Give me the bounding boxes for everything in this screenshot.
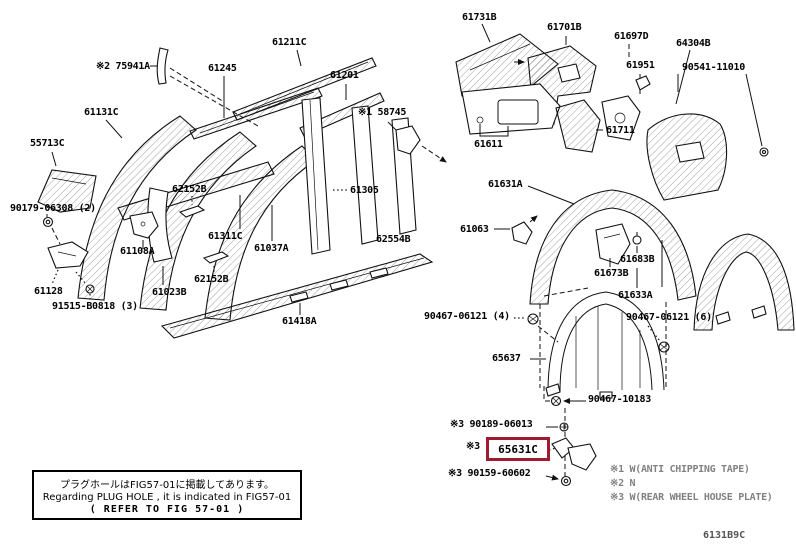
part-label-61633a: 61633A	[618, 290, 653, 301]
figure-code: 6131B9C	[703, 530, 746, 541]
part-label-61201: 61201	[330, 70, 359, 81]
part-shape-61418a	[160, 253, 434, 339]
legend-item-3: ※3 W(REAR WHEEL HOUSE PLATE)	[610, 492, 773, 503]
part-shape-75941a	[156, 47, 169, 85]
part-label-90159-60602: ※3 90159-60602	[448, 468, 531, 479]
part-shape-61673b	[595, 223, 631, 265]
part-shape-55713c	[37, 169, 97, 213]
part-label-62554b: 62554B	[376, 234, 411, 245]
part-shape-90179-grommet	[42, 216, 54, 228]
legend-item-2: ※2 N	[610, 478, 636, 489]
part-shape-61611	[461, 83, 561, 135]
part-label-61128: 61128	[34, 286, 63, 297]
part-label-61037a: 61037A	[254, 243, 289, 254]
part-shape-91515-bolt	[85, 284, 95, 294]
part-shape-61697d	[601, 95, 641, 141]
part-shape-65631c	[551, 437, 597, 471]
part-shape-61951	[635, 75, 651, 91]
part-label-58745: ※1 58745	[358, 107, 407, 118]
part-shape-bolt-90189	[559, 422, 569, 432]
part-label-91515-b0818: 91515-B0818 (3)	[52, 301, 138, 312]
part-label-61063: 61063	[460, 224, 489, 235]
part-label-61023b: 61023B	[152, 287, 187, 298]
part-label-61131c: 61131C	[84, 107, 119, 118]
part-label-55713c: 55713C	[30, 138, 65, 149]
plug-hole-note-box: プラグホールはFIG57-01に掲載してあります。 Regarding PLUG…	[32, 470, 302, 520]
part-shape-61711	[555, 99, 601, 153]
part-label-65631c-highlighted[interactable]: 65631C	[486, 437, 550, 461]
note-line-refer: ( REFER TO FIG 57-01 )	[89, 503, 245, 515]
part-shape-nut-10183	[550, 395, 562, 407]
part-label-61245: 61245	[208, 63, 237, 74]
part-label-61697d: 61697D	[614, 31, 649, 42]
part-label-62152b-b: 62152B	[194, 274, 229, 285]
note-line-english: Regarding PLUG HOLE , it is indicated in…	[42, 491, 292, 503]
part-label-61311c: 61311C	[208, 231, 243, 242]
part-label-61673b: 61673B	[594, 268, 629, 279]
part-shape-center-pillars	[301, 97, 417, 255]
note-line-japanese: プラグホールはFIG57-01に掲載してあります。	[60, 479, 274, 491]
part-shape-62152b-a	[178, 205, 206, 218]
part-label-61305: 61305	[350, 185, 379, 196]
part-label-62152b-a: 62152B	[172, 184, 207, 195]
part-label-61711: 61711	[606, 125, 635, 136]
part-shape-61631a	[529, 189, 697, 305]
part-label-61731b: 61731B	[462, 12, 497, 23]
part-label-75941a: ※2 75941A	[96, 61, 150, 72]
part-label-90467-06121-4: 90467-06121 (4)	[424, 311, 510, 322]
part-shape-61063	[511, 221, 533, 245]
part-label-61211c: 61211C	[272, 37, 307, 48]
part-shape-62152b-b	[202, 251, 230, 264]
part-shape-90541-grommet	[759, 147, 769, 157]
part-label-61611: 61611	[474, 139, 503, 150]
part-shape-61683b	[632, 232, 642, 245]
part-label-61418a: 61418A	[282, 316, 317, 327]
part-label-90541-11010: 90541-11010	[682, 62, 745, 73]
part-shape-58745	[395, 125, 421, 155]
part-shape-61108a	[129, 211, 159, 239]
part-label-61701b: 61701B	[547, 22, 582, 33]
symbol-legend: ※1 W(ANTI CHIPPING TAPE) ※2 N ※3 W(REAR …	[610, 463, 773, 505]
part-shape-64304b	[646, 113, 728, 201]
part-shape-65637	[545, 291, 665, 399]
legend-item-1: ※1 W(ANTI CHIPPING TAPE)	[610, 464, 750, 475]
part-label-61951: 61951	[626, 60, 655, 71]
part-label-90467-10183: 90467-10183	[588, 394, 651, 405]
part-label-90179-06308: 90179-06308 (2)	[10, 203, 96, 214]
part-label-61631a: 61631A	[488, 179, 523, 190]
part-shape-nut-90467-6	[658, 341, 670, 353]
part-shape-61128	[47, 241, 89, 269]
part-shape-nut-90467-4	[527, 313, 539, 325]
part-label-90189-06013: ※3 90189-06013	[450, 419, 533, 430]
part-shape-wheelhouse-inner	[693, 233, 795, 331]
part-label-65631c-marker: ※3	[466, 441, 480, 452]
part-label-64304b: 64304B	[676, 38, 711, 49]
part-shape-side-pillars	[77, 115, 317, 321]
part-label-61108a: 61108A	[120, 246, 155, 257]
part-label-61683b: 61683B	[620, 254, 655, 265]
part-label-65637: 65637	[492, 353, 521, 364]
part-label-90467-06121-6: 90467-06121 (6)	[626, 312, 712, 323]
part-shape-nut-90159	[560, 475, 572, 487]
